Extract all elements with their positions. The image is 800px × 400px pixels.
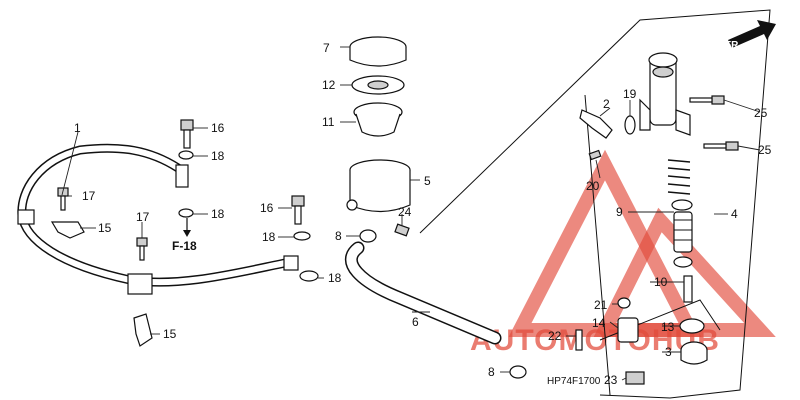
front-direction-arrow: FR. [725,20,776,51]
reservoir-screw-part-24 [394,223,410,237]
brake-hose-part-1 [17,143,299,295]
o-ring-part-19 [624,115,636,135]
callout-19: 19 [623,87,637,101]
callout-17-lower: 17 [136,210,150,224]
hose-clip-8-upper [359,229,377,243]
callout-20: 20 [586,179,600,193]
screw-part-20 [588,149,602,161]
watermark-text: AUTOMOTOHUB [470,324,720,357]
boot-part-13 [679,318,705,334]
reservoir-hose-part-6 [345,241,502,345]
diagram-code: HP74F1700 [547,376,601,387]
callout-6: 6 [412,315,419,329]
callout-15-lower: 15 [163,327,177,341]
hose-clip-lower [133,313,153,347]
callout-14: 14 [592,316,606,330]
callout-13: 13 [661,320,675,334]
callout-25-upper: 25 [754,106,768,120]
reservoir-plate-part-12 [351,75,405,95]
callout-18-d: 18 [328,271,342,285]
piston-spring-part-10 [667,159,691,195]
cotter-part-23 [625,371,645,385]
clevis-part-3 [680,341,708,365]
callout-23: 23 [604,373,618,387]
callout-12: 12 [322,78,336,92]
callout-9: 9 [616,205,623,219]
callout-4: 4 [731,207,738,221]
pin-part-22 [575,329,583,351]
callout-1: 1 [74,121,81,135]
reservoir-cap-part-7 [349,36,407,67]
callout-8-lower: 8 [488,365,495,379]
callout-18-a: 18 [211,149,225,163]
sealing-washers-18 [178,150,319,282]
callout-17-upper: 17 [82,189,96,203]
callout-5: 5 [424,174,431,188]
callout-16-upper: 16 [211,121,225,135]
leader-lines [61,46,761,381]
hose-clip-upper [50,221,85,239]
joint-part-14 [617,317,639,343]
callout-25-lower: 25 [758,143,772,157]
hose-grommet [17,209,35,225]
callout-11: 11 [322,115,335,129]
piston-set-part-9 [671,199,693,268]
push-rod-part-10 [683,275,693,303]
callout-24: 24 [398,205,412,219]
ref-label-f18: F-18 [172,239,197,253]
bolts-part-25 [689,95,739,151]
reservoir-diaphragm-part-11 [353,102,403,137]
hose-joint-part-2 [579,109,613,139]
callout-8-upper: 8 [335,229,342,243]
callout-2: 2 [603,97,610,111]
callout-labels: 1 2 3 4 5 6 7 8 8 9 10 11 12 13 14 15 15… [74,41,772,387]
callout-21: 21 [594,298,608,312]
reservoir-tank-part-5 [346,159,411,213]
hose-clamp-sleeve [127,273,153,295]
callout-22: 22 [548,329,562,343]
bolt-17-lower [136,237,148,261]
callout-18-b: 18 [211,207,225,221]
ref-f18: F-18 [172,218,197,253]
callout-16-lower: 16 [260,201,274,215]
callout-15-upper: 15 [98,221,112,235]
direction-label: FR. [725,40,741,51]
master-cylinder-body [639,52,691,136]
callout-7: 7 [323,41,330,55]
banjo-fitting-lower [283,255,299,271]
banjo-fitting-upper [175,164,189,188]
callout-10: 10 [654,275,668,289]
watermark-logo: AUTOMOTOHUB [470,149,776,357]
oil-bolt-16-lower [291,195,305,225]
callout-18-c: 18 [262,230,276,244]
oil-bolt-16-upper [180,119,194,149]
circlip-part-21 [617,297,631,309]
callout-3: 3 [665,345,672,359]
hose-clip-8-lower [509,365,527,379]
